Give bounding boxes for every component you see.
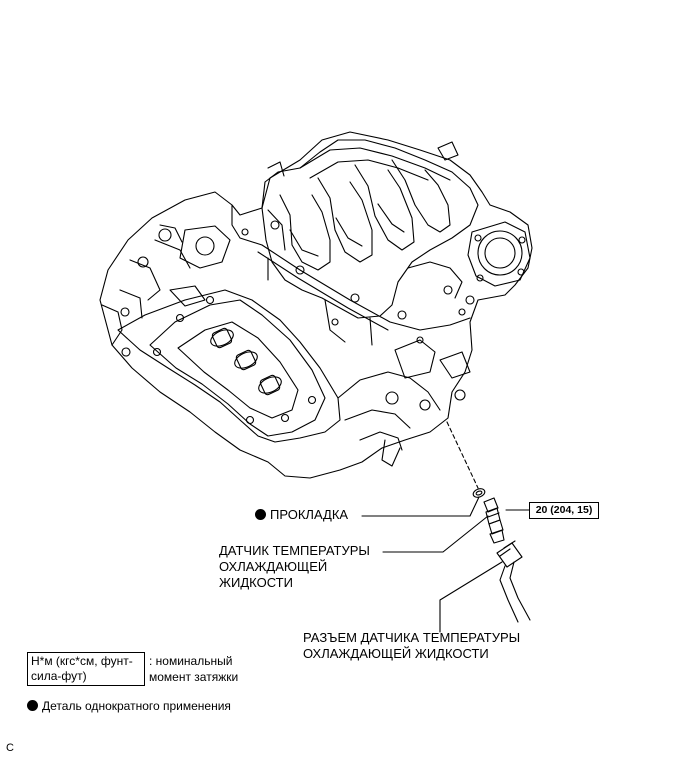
single-use-dot-icon	[255, 509, 266, 520]
torque-spec-box: 20 (204, 15)	[529, 502, 599, 519]
sensor-leader-line	[382, 515, 489, 553]
gasket-ring	[472, 488, 486, 498]
sensor-connector	[496, 540, 531, 623]
torque-legend-description: : номинальный момент затяжки	[149, 654, 239, 684]
single-use-legend: Деталь однократного применения	[27, 698, 231, 714]
single-use-dot-icon	[27, 700, 38, 711]
torque-unit-legend-box: Н*м (кгс*см, фунт- сила-фут)	[27, 652, 145, 686]
connector-label: РАЗЪЕМ ДАТЧИКА ТЕМПЕРАТУРЫ ОХЛАЖДАЮЩЕЙ Ж…	[303, 630, 521, 661]
gasket-label: ПРОКЛАДКА	[255, 507, 348, 523]
figure-code: C	[6, 742, 14, 754]
intake-manifold	[231, 139, 531, 346]
connector-leader-line	[439, 561, 503, 633]
engine-block	[99, 131, 533, 479]
sensor-label: ДАТЧИК ТЕМПЕРАТУРЫ ОХЛАЖДАЮЩЕЙ ЖИДКОСТИ	[219, 543, 370, 590]
install-path-dashed-line	[446, 421, 479, 489]
gasket-leader-line	[361, 496, 480, 517]
coolant-temperature-sensor	[483, 497, 505, 544]
